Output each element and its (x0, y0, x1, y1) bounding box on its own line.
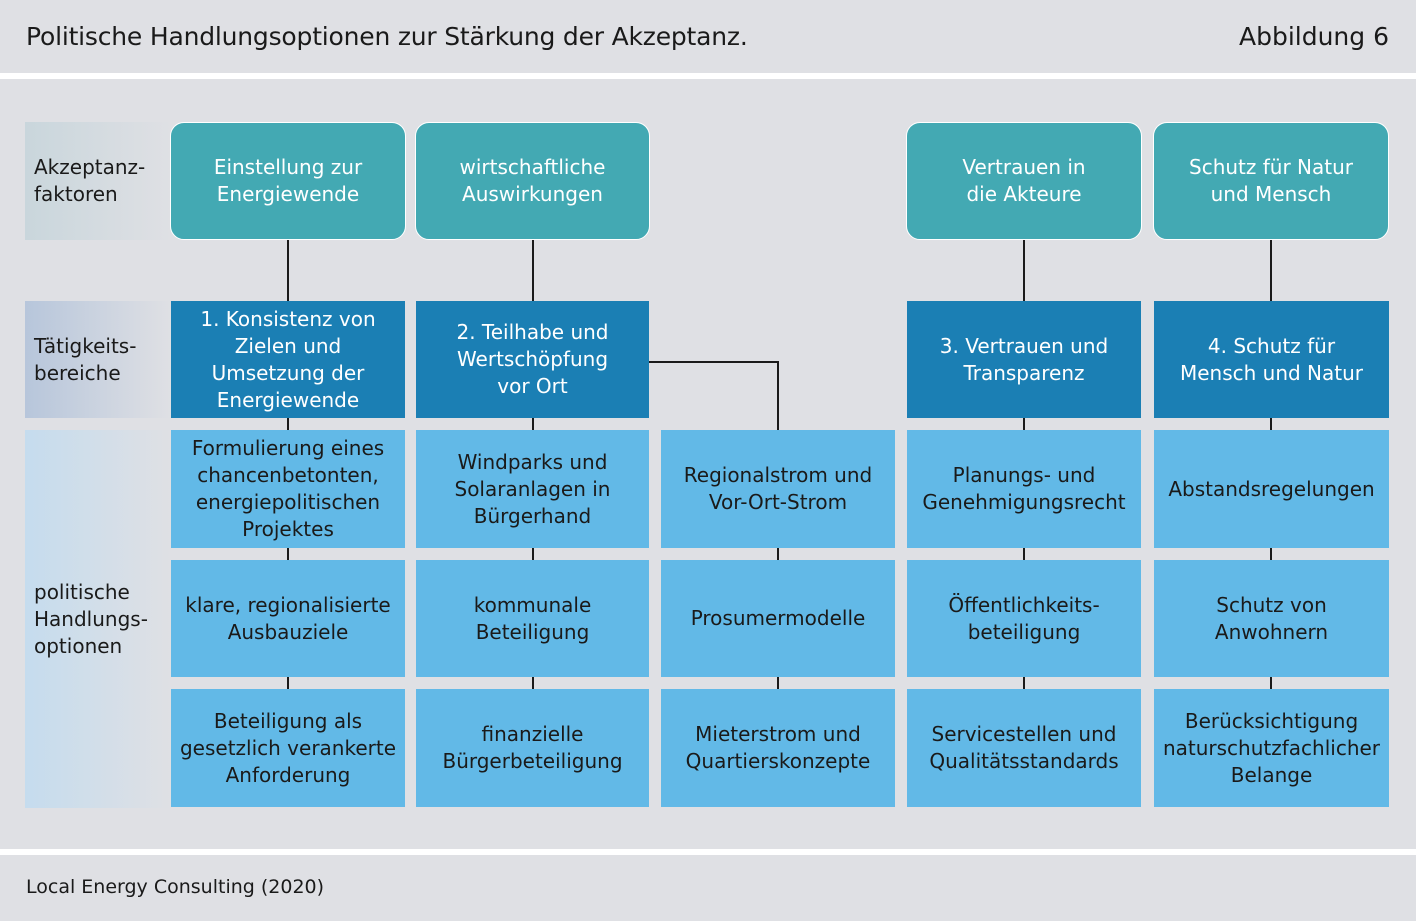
connector-line (532, 240, 534, 302)
area-label: 2. Teilhabe und Wertschöpfung vor Ort (456, 320, 609, 398)
connector-tick (1023, 418, 1025, 430)
factor-box: Schutz für Natur und Mensch (1153, 122, 1389, 240)
area-label: 3. Vertrauen und Transparenz (939, 333, 1109, 385)
option-label: Servicestellen und Qualitätsstandards (929, 722, 1119, 773)
option-box: Mieterstrom und Quartierskonzepte (661, 689, 895, 807)
source-note: Local Energy Consulting (2020) (26, 876, 325, 898)
area-box: 4. Schutz für Mensch und Natur (1154, 301, 1389, 418)
option-box: kommunale Beteiligung (416, 560, 649, 677)
area-label: 4. Schutz für Mensch und Natur (1179, 333, 1364, 385)
area-box: 3. Vertrauen und Transparenz (907, 301, 1141, 418)
option-label: Berücksichtigung naturschutzfachlicher B… (1162, 708, 1381, 787)
separator-top (0, 73, 1416, 79)
option-label: Beteiligung als gesetzlich verankerte An… (179, 708, 397, 787)
option-box: Berücksichtigung naturschutzfachlicher B… (1154, 689, 1389, 807)
connector-line (1270, 240, 1272, 302)
option-box: Schutz von Anwohnern (1154, 560, 1389, 677)
connector-tick (777, 548, 779, 560)
area-box: 2. Teilhabe und Wertschöpfung vor Ort (416, 301, 649, 418)
option-box: Prosumermodelle (661, 560, 895, 677)
connector-tick (532, 548, 534, 560)
connector-tick (287, 418, 289, 430)
connector-tick (1023, 548, 1025, 560)
row-label-options-text: politische Handlungs- optionen (34, 579, 148, 658)
area-label: 1. Konsistenz von Zielen und Umsetzung d… (200, 306, 376, 412)
connector-tick (1023, 677, 1025, 689)
row-label-factors-text: Akzeptanz- faktoren (34, 155, 146, 206)
option-label: Planungs- und Genehmigungsrecht (922, 463, 1126, 514)
option-box: Planungs- und Genehmigungsrecht (907, 430, 1141, 548)
factor-box: Vertrauen in die Akteure (906, 122, 1142, 240)
option-box: Beteiligung als gesetzlich verankerte An… (171, 689, 405, 807)
connector-tick (1270, 677, 1272, 689)
option-label: Öffentlichkeits- beteiligung (948, 592, 1100, 644)
connector-tick (532, 418, 534, 430)
option-label: Mieterstrom und Quartierskonzepte (685, 722, 871, 773)
figure-number: Abbildung 6 (1238, 22, 1389, 51)
connector-line (1023, 240, 1025, 302)
row-label-factors: Akzeptanz- faktoren (25, 122, 171, 240)
connector-tick (777, 677, 779, 689)
option-label: kommunale Beteiligung (473, 592, 592, 644)
option-box: Windparks und Solaranlagen in Bürgerhand (416, 430, 649, 548)
option-box: klare, regionalisierte Ausbauziele (171, 560, 405, 677)
factor-box: Einstellung zur Energiewende (170, 122, 406, 240)
option-box: Formulierung eines chancenbetonten, ener… (171, 430, 405, 548)
connector-tick (1270, 418, 1272, 430)
option-label: finanzielle Bürgerbeteiligung (442, 722, 623, 773)
row-label-areas-text: Tätigkeits- bereiche (34, 333, 137, 385)
option-label: Prosumermodelle (690, 606, 866, 630)
option-label: Schutz von Anwohnern (1214, 592, 1329, 644)
option-box: Öffentlichkeits- beteiligung (907, 560, 1141, 677)
area-box: 1. Konsistenz von Zielen und Umsetzung d… (171, 301, 405, 418)
option-box: finanzielle Bürgerbeteiligung (416, 689, 649, 807)
row-label-areas: Tätigkeits- bereiche (25, 301, 171, 418)
connector-line (287, 240, 289, 302)
row-label-options: politische Handlungs- optionen (25, 430, 171, 808)
header: Politische Handlungsoptionen zur Stärkun… (0, 0, 1416, 73)
connector-tick (287, 677, 289, 689)
option-box: Servicestellen und Qualitätsstandards (907, 689, 1141, 807)
factor-label: Vertrauen in die Akteure (962, 155, 1086, 206)
factor-label: Einstellung zur Energiewende (213, 155, 363, 206)
figure-title: Politische Handlungsoptionen zur Stärkun… (26, 22, 748, 51)
factor-box: wirtschaftliche Auswirkungen (415, 122, 650, 240)
option-box: Regionalstrom und Vor-Ort-Strom (661, 430, 895, 548)
factor-label: wirtschaftliche Auswirkungen (459, 155, 606, 206)
connector-tick (532, 677, 534, 689)
option-label: klare, regionalisierte Ausbauziele (185, 592, 391, 644)
separator-bottom (0, 849, 1416, 855)
connector-tick (1270, 548, 1272, 560)
option-label: Regionalstrom und Vor-Ort-Strom (683, 463, 873, 514)
connector-line (649, 361, 779, 363)
connector-tick (287, 548, 289, 560)
option-box: Abstandsregelungen (1154, 430, 1389, 548)
factor-label: Schutz für Natur und Mensch (1189, 155, 1353, 206)
connector-line (777, 361, 779, 431)
option-label: Windparks und Solaranlagen in Bürgerhand (454, 449, 611, 528)
option-label: Abstandsregelungen (1168, 476, 1375, 501)
option-label: Formulierung eines chancenbetonten, ener… (191, 436, 385, 541)
